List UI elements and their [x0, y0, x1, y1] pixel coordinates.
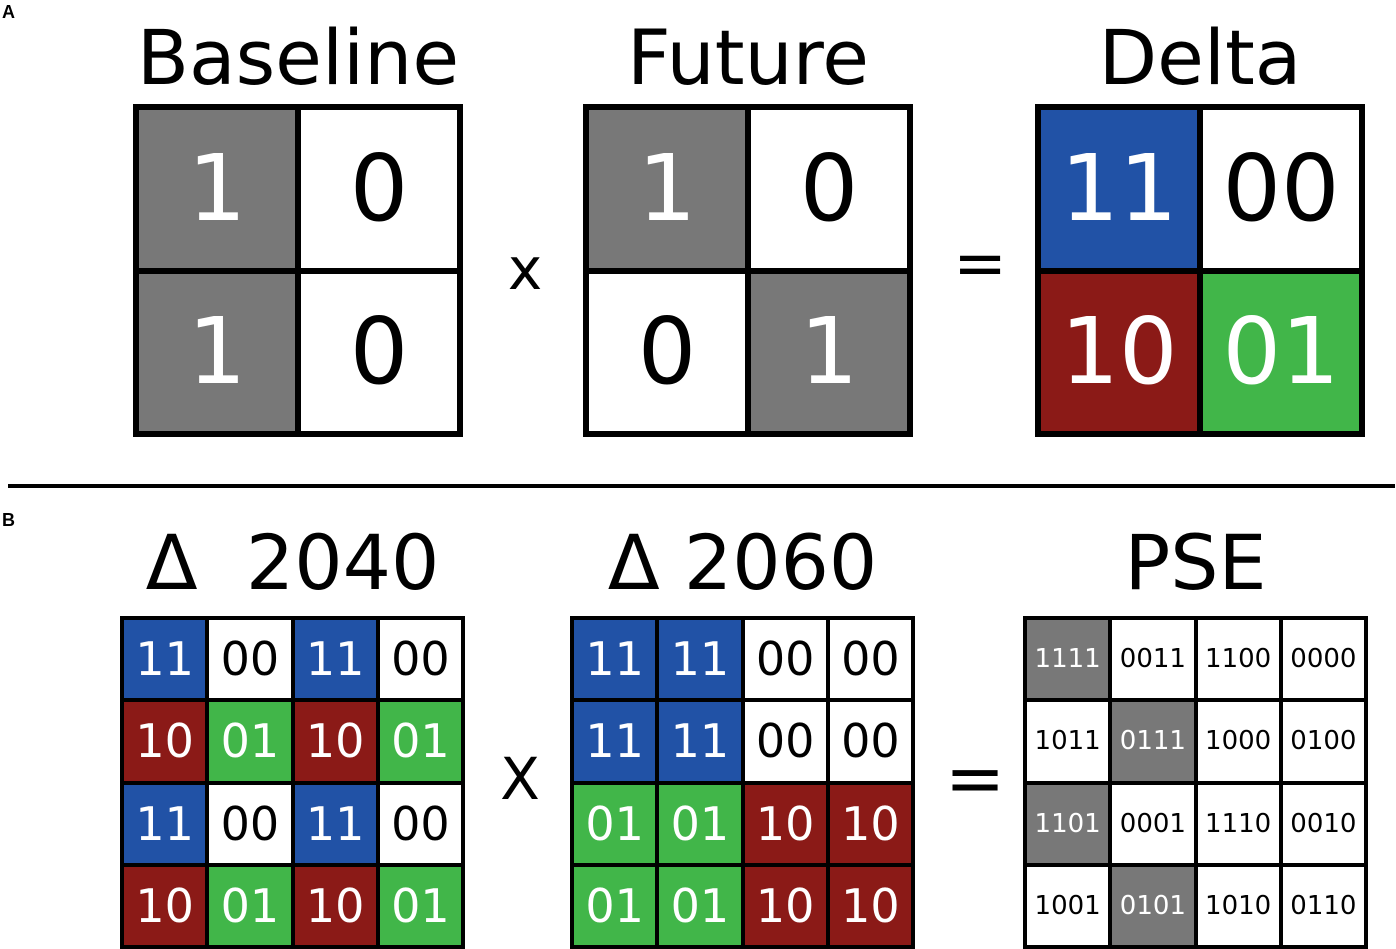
panel-a-label: A: [2, 2, 15, 22]
delta-cell: 01: [1203, 273, 1359, 431]
delta-2040-cell: 01: [379, 866, 461, 945]
panel-divider: [8, 484, 1395, 488]
delta-2060-cell: 10: [744, 866, 826, 945]
baseline-cell: 1: [139, 110, 295, 268]
pse-cell: 1010: [1197, 866, 1279, 945]
delta-2060-cell: 01: [574, 784, 656, 863]
pse-cell: 0001: [1112, 784, 1194, 863]
delta-2040-cell: 10: [124, 702, 206, 781]
pse-cell: 1100: [1197, 620, 1279, 699]
delta-2040-cell: 00: [379, 784, 461, 863]
delta-title: Delta: [1098, 13, 1302, 102]
baseline-cell: 0: [301, 273, 457, 431]
delta-2060-cell: 00: [829, 620, 911, 699]
delta-2060-cell: 11: [659, 620, 741, 699]
delta-2040-cell: 01: [379, 702, 461, 781]
delta-2060-cell: 01: [659, 866, 741, 945]
baseline-title: Baseline: [136, 13, 460, 102]
future-cell: 0: [751, 110, 907, 268]
delta-cell: 00: [1203, 110, 1359, 268]
delta-2060-cell: 11: [574, 620, 656, 699]
pse-title: PSE: [1124, 518, 1267, 607]
pse-cell: 0110: [1282, 866, 1364, 945]
delta-2040-cell: 10: [294, 866, 376, 945]
delta-2040-cell: 11: [124, 620, 206, 699]
delta-2040-cell: 00: [379, 620, 461, 699]
delta-2040-title: Δ 2040: [145, 518, 440, 607]
multiply-operator-a: x: [507, 235, 543, 303]
delta-2040-cell: 11: [294, 620, 376, 699]
future-cell: 0: [589, 273, 745, 431]
panel-b-label: B: [2, 510, 15, 530]
pse-cell: 0101: [1112, 866, 1194, 945]
delta-2040-cell: 10: [294, 702, 376, 781]
delta-2060-cell: 11: [659, 702, 741, 781]
delta-2060-cell: 11: [574, 702, 656, 781]
pse-cell: 0011: [1112, 620, 1194, 699]
delta-cell: 10: [1041, 273, 1197, 431]
pse-cell: 1110: [1197, 784, 1279, 863]
equals-operator-a: =: [953, 227, 1007, 301]
delta-2040-cell: 00: [209, 784, 291, 863]
multiply-operator-b: X: [500, 745, 540, 813]
delta-2040-cell: 01: [209, 866, 291, 945]
pse-cell: 0010: [1282, 784, 1364, 863]
delta-2060-cell: 00: [829, 702, 911, 781]
pse-cell: 1000: [1197, 702, 1279, 781]
delta-2060-cell: 10: [829, 866, 911, 945]
delta-2060-cell: 10: [744, 784, 826, 863]
pse-cell: 1001: [1027, 866, 1109, 945]
delta-2060-cell: 01: [574, 866, 656, 945]
pse-cell: 0100: [1282, 702, 1364, 781]
delta-2060-cell: 01: [659, 784, 741, 863]
pse-cell: 0000: [1282, 620, 1364, 699]
pse-cell: 1101: [1027, 784, 1109, 863]
delta-2040-cell: 00: [209, 620, 291, 699]
delta-cell: 11: [1041, 110, 1197, 268]
future-cell: 1: [589, 110, 745, 268]
baseline-cell: 1: [139, 273, 295, 431]
equals-operator-b: =: [944, 736, 1006, 820]
delta-2040-cell: 11: [294, 784, 376, 863]
delta-2060-title: Δ 2060: [607, 518, 878, 607]
delta-2060-cell: 00: [744, 702, 826, 781]
pse-cell: 1111: [1027, 620, 1109, 699]
future-title: Future: [626, 13, 870, 102]
delta-2040-cell: 11: [124, 784, 206, 863]
delta-2060-cell: 00: [744, 620, 826, 699]
delta-2040-cell: 10: [124, 866, 206, 945]
future-cell: 1: [751, 273, 907, 431]
pse-cell: 1011: [1027, 702, 1109, 781]
baseline-cell: 0: [301, 110, 457, 268]
delta-2060-cell: 10: [829, 784, 911, 863]
delta-2040-cell: 01: [209, 702, 291, 781]
pse-cell: 0111: [1112, 702, 1194, 781]
